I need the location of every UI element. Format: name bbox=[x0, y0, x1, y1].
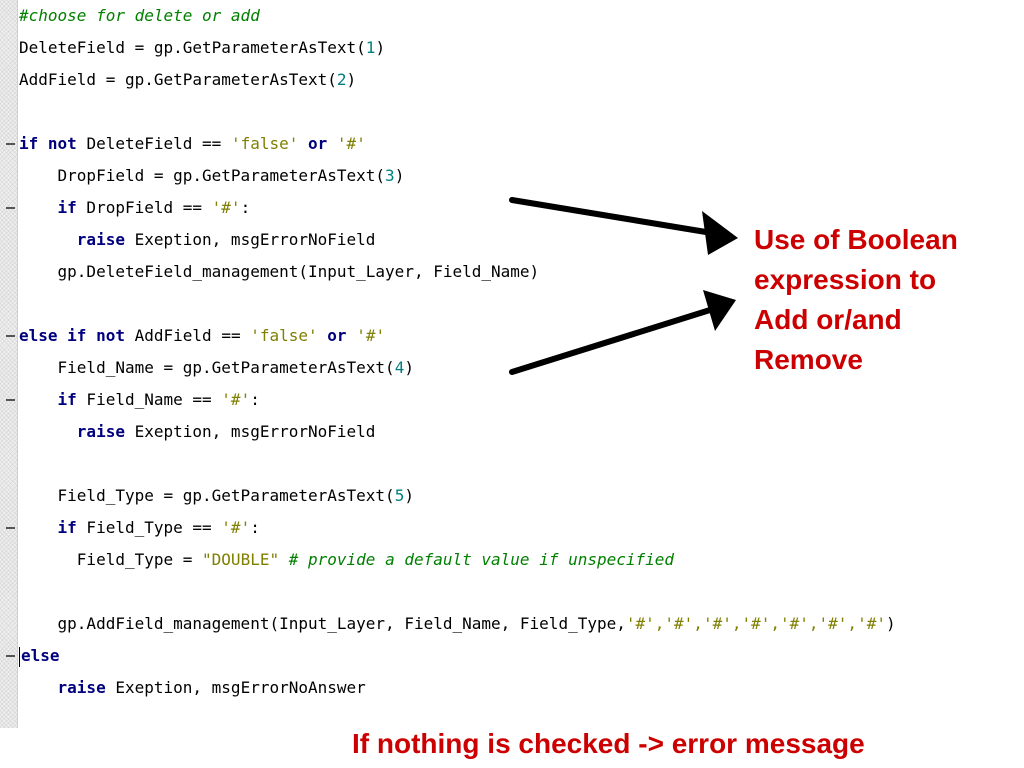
code-keyword: else bbox=[21, 646, 60, 665]
text-cursor bbox=[19, 646, 20, 667]
code-keyword: if bbox=[57, 518, 77, 537]
code-line-3: AddField = gp.GetParameterAsText(2) bbox=[19, 64, 356, 96]
code-number: 1 bbox=[365, 38, 376, 57]
code-line-20: gp.AddField_management(Input_Layer, Fiel… bbox=[19, 608, 896, 640]
code-string: '#' bbox=[221, 518, 251, 537]
code-line-12: Field_Name = gp.GetParameterAsText(4) bbox=[19, 352, 414, 384]
code-line-1: #choose for delete or add bbox=[19, 0, 260, 32]
code-text: Field_Name = gp.GetParameterAsText( bbox=[57, 358, 395, 377]
code-editor[interactable]: #choose for delete or add DeleteField = … bbox=[0, 0, 1012, 728]
code-text: Exeption, msgErrorNoAnswer bbox=[105, 678, 366, 697]
code-text: DeleteField bbox=[19, 38, 125, 57]
fold-gutter bbox=[0, 0, 18, 728]
code-keyword: raise bbox=[76, 230, 125, 249]
code-number: 5 bbox=[394, 486, 405, 505]
code-text: ) bbox=[404, 358, 414, 377]
code-text: Exeption, msgErrorNoField bbox=[124, 422, 376, 441]
code-keyword: raise bbox=[57, 678, 106, 697]
code-text: AddField bbox=[19, 70, 97, 89]
code-text: AddField == bbox=[124, 326, 251, 345]
code-text: ) bbox=[885, 614, 896, 633]
code-string: 'false' bbox=[250, 326, 318, 345]
callout-line: expression to bbox=[754, 264, 937, 295]
code-comment: # provide a default value if unspecified bbox=[288, 550, 675, 569]
code-text: = gp.GetParameterAsText( bbox=[124, 38, 366, 57]
code-number: 2 bbox=[336, 70, 347, 89]
code-text: ) bbox=[394, 166, 405, 185]
arrow-to-callout-upper bbox=[509, 197, 738, 255]
code-keyword: not bbox=[96, 326, 125, 345]
fold-marker-if-field-name[interactable] bbox=[6, 399, 15, 401]
boolean-expression-callout: Use of Boolean expression to Add or/and … bbox=[754, 220, 1019, 380]
code-line-9: gp.DeleteField_management(Input_Layer, F… bbox=[19, 256, 540, 288]
code-text: DropField = gp.GetParameterAsText( bbox=[57, 166, 386, 185]
code-string: '#' bbox=[221, 390, 251, 409]
code-text: DeleteField == bbox=[76, 134, 231, 153]
code-number: 4 bbox=[394, 358, 405, 377]
code-line-14: raise Exeption, msgErrorNoField bbox=[19, 416, 376, 448]
code-line-7: if DropField == '#': bbox=[19, 192, 251, 224]
code-text: DropField == bbox=[76, 198, 212, 217]
code-string: 'false' bbox=[230, 134, 299, 153]
code-string: '#' bbox=[211, 198, 241, 217]
code-line-5: if not DeleteField == 'false' or '#' bbox=[19, 128, 366, 160]
code-keyword: else bbox=[19, 326, 58, 345]
code-text: gp.DeleteField_management(Input_Layer, F… bbox=[57, 262, 540, 281]
error-message-note: If nothing is checked -> error message bbox=[352, 728, 865, 759]
code-string: '#' bbox=[356, 326, 386, 345]
code-string: '#','#','#','#','#','#','#' bbox=[625, 614, 886, 633]
code-line-18: Field_Type = "DOUBLE" # provide a defaul… bbox=[19, 544, 674, 576]
code-line-2: DeleteField = gp.GetParameterAsText(1) bbox=[19, 32, 385, 64]
code-line-8: raise Exeption, msgErrorNoField bbox=[19, 224, 376, 256]
code-text: Exeption, msgErrorNoField bbox=[124, 230, 376, 249]
code-keyword: if bbox=[67, 326, 87, 345]
code-keyword: raise bbox=[76, 422, 125, 441]
code-keyword: if bbox=[57, 198, 77, 217]
code-keyword: not bbox=[47, 134, 77, 153]
code-text: : bbox=[250, 518, 260, 537]
fold-marker-if-field-type[interactable] bbox=[6, 527, 15, 529]
code-string: "DOUBLE" bbox=[202, 550, 280, 569]
code-line-21: else bbox=[19, 640, 60, 672]
fold-marker-else-if-not-addfield[interactable] bbox=[6, 335, 15, 337]
code-text: ) bbox=[375, 38, 386, 57]
callout-line: Use of Boolean bbox=[754, 224, 958, 255]
code-text: : bbox=[240, 198, 251, 217]
code-text: ) bbox=[404, 486, 414, 505]
code-string: '#' bbox=[336, 134, 366, 153]
callout-line: Add or/and bbox=[754, 304, 902, 335]
code-text: Field_Type = gp.GetParameterAsText( bbox=[57, 486, 395, 505]
code-text: Field_Name == bbox=[76, 390, 222, 409]
fold-marker-if-dropfield[interactable] bbox=[6, 207, 15, 209]
code-line-13: if Field_Name == '#': bbox=[19, 384, 260, 416]
code-keyword: if bbox=[57, 390, 77, 409]
code-text: Field_Type == bbox=[76, 518, 222, 537]
callout-line: Remove bbox=[754, 344, 863, 375]
code-line-17: if Field_Type == '#': bbox=[19, 512, 260, 544]
code-line-16: Field_Type = gp.GetParameterAsText(5) bbox=[19, 480, 414, 512]
code-keyword: if bbox=[19, 134, 39, 153]
code-number: 3 bbox=[385, 166, 395, 185]
code-line-6: DropField = gp.GetParameterAsText(3) bbox=[19, 160, 405, 192]
code-text: = gp.GetParameterAsText( bbox=[96, 70, 337, 89]
code-comment: #choose for delete or add bbox=[19, 6, 260, 25]
code-text: Field_Type = bbox=[76, 550, 203, 569]
code-text: gp.AddField_management(Input_Layer, Fiel… bbox=[57, 614, 626, 633]
code-text: : bbox=[250, 390, 260, 409]
code-keyword: or bbox=[308, 134, 328, 153]
fold-marker-if-not-deletefield[interactable] bbox=[6, 143, 15, 145]
code-keyword: or bbox=[327, 326, 347, 345]
fold-marker-else[interactable] bbox=[6, 655, 15, 657]
arrow-to-callout-lower bbox=[509, 290, 736, 375]
code-text: ) bbox=[346, 70, 357, 89]
code-line-22: raise Exeption, msgErrorNoAnswer bbox=[19, 672, 366, 704]
code-line-11: else if not AddField == 'false' or '#' bbox=[19, 320, 385, 352]
